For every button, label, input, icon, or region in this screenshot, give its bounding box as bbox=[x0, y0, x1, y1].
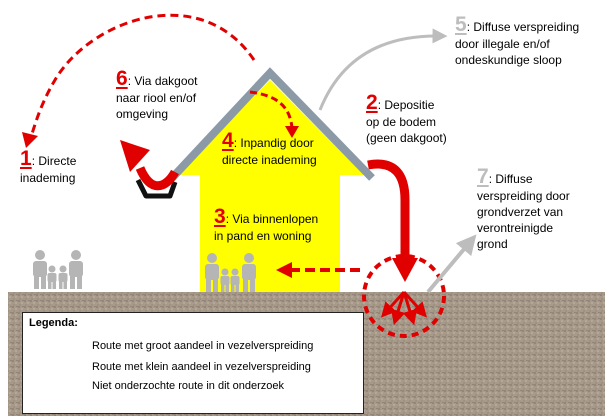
route-2-arrowhead bbox=[392, 258, 418, 282]
route-3-label: 3: Via binnenlopen in pand en woning bbox=[214, 205, 319, 244]
route-6-arrowhead bbox=[120, 140, 150, 172]
legend-item-major: Route met groot aandeel in vezelversprei… bbox=[92, 340, 314, 352]
route-6-label: 6: Via dakgoot naar riool en/of omgeving bbox=[116, 67, 198, 122]
route-6-number: 6 bbox=[116, 67, 128, 90]
legend: Legenda: bbox=[22, 312, 364, 414]
route-1-arrowhead bbox=[22, 132, 38, 148]
route-4-label: 4: Inpandig door directe inademing bbox=[222, 129, 317, 168]
route-1-label: 1: Directe inademing bbox=[20, 147, 77, 186]
gutter bbox=[135, 178, 178, 199]
route-3-arrowhead bbox=[276, 262, 292, 278]
legend-item-minor: Route met klein aandeel in vezelversprei… bbox=[92, 361, 311, 373]
route-4-arrowhead bbox=[285, 126, 299, 138]
route-2-label: 2: Depositie op de bodem (geen dakgoot) bbox=[366, 91, 447, 146]
route-7-number: 7 bbox=[477, 165, 489, 188]
people-outside-icon bbox=[33, 250, 83, 289]
legend-item-not-studied: Niet onderzochte route in dit onderzoek bbox=[92, 380, 285, 392]
roof bbox=[169, 67, 375, 181]
route-4-number: 4 bbox=[222, 129, 234, 152]
deposition-circle bbox=[362, 254, 446, 338]
route-2-arrow bbox=[367, 159, 410, 262]
route-3-number: 3 bbox=[214, 205, 226, 228]
route-5-label: 5: Diffuse verspreiding door illegale en… bbox=[455, 13, 580, 68]
route-7-arrow bbox=[426, 234, 477, 294]
route-1-number: 1 bbox=[20, 147, 32, 170]
route-6-arrow bbox=[135, 166, 179, 191]
route-1-arrow bbox=[28, 13, 256, 141]
route-2-number: 2 bbox=[366, 91, 378, 114]
route-4-arrow bbox=[249, 90, 294, 129]
legend-title: Legenda: bbox=[29, 317, 78, 329]
route-5-number: 5 bbox=[455, 13, 467, 36]
deposition-spread-arrows bbox=[380, 290, 428, 326]
route-5-arrow bbox=[318, 28, 448, 111]
route-7-label: 7: Diffuse verspreiding door grondverzet… bbox=[477, 165, 570, 252]
house-body bbox=[176, 80, 364, 292]
